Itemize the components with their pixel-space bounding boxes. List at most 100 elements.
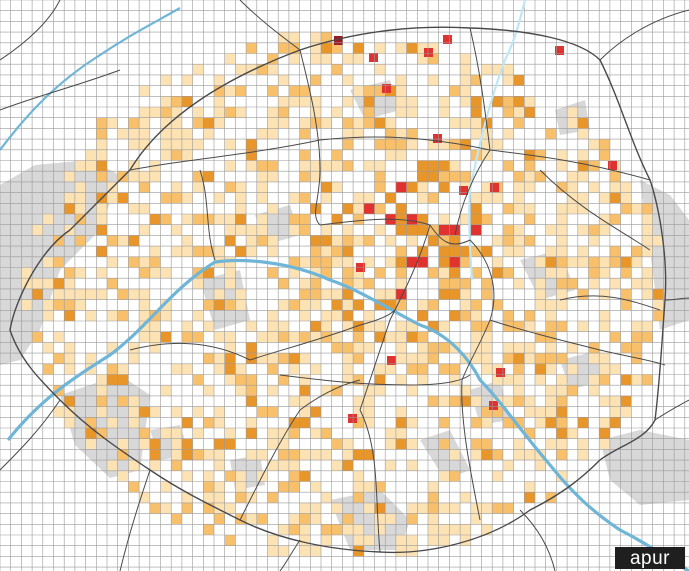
data-cell (428, 492, 439, 503)
data-cell (631, 278, 642, 289)
data-cell (96, 385, 107, 396)
data-cell (481, 363, 493, 375)
data-cell (128, 395, 140, 407)
data-cell (481, 342, 493, 354)
data-cell (374, 374, 386, 386)
data-cell (224, 85, 236, 97)
data-cell (513, 107, 525, 118)
data-cell (513, 417, 525, 428)
data-cell (588, 278, 600, 289)
data-cell (438, 395, 450, 407)
data-cell (395, 288, 407, 300)
data-cell (417, 224, 428, 236)
data-cell (470, 342, 482, 354)
data-cell (492, 267, 503, 279)
data-cell (224, 214, 236, 225)
data-cell (492, 470, 503, 482)
data-cell (460, 278, 471, 289)
data-cell (224, 438, 236, 450)
data-cell (363, 449, 375, 461)
data-cell (331, 235, 343, 247)
data-cell (609, 363, 621, 375)
data-cell (609, 406, 621, 418)
data-cell (342, 246, 354, 257)
data-cell (556, 395, 568, 407)
data-cell (620, 299, 632, 311)
data-cell (513, 117, 525, 129)
data-cell (609, 278, 621, 289)
data-cell (160, 128, 172, 140)
data-cell (631, 342, 642, 354)
data-cell (599, 417, 610, 428)
data-cell (428, 342, 439, 354)
data-cell (556, 181, 568, 193)
data-cell (417, 181, 428, 193)
data-cell (53, 353, 65, 364)
district-boundary (664, 297, 689, 301)
data-cell (342, 160, 354, 172)
data-cell (299, 502, 311, 514)
data-cell (395, 85, 407, 97)
data-cell (288, 331, 300, 343)
data-cell (342, 128, 354, 140)
data-cell (310, 513, 321, 525)
data-cell (524, 160, 535, 172)
data-cell (353, 278, 364, 289)
data-cell (374, 203, 386, 214)
data-cell (181, 363, 193, 375)
data-cell (556, 321, 568, 332)
data-cell (299, 117, 311, 129)
data-cell (449, 502, 461, 514)
data-cell (256, 513, 268, 525)
data-cell (460, 256, 471, 268)
data-cell (181, 417, 193, 428)
data-cell (556, 470, 568, 482)
data-cell (342, 96, 354, 107)
data-cell (363, 192, 375, 204)
data-cell (278, 42, 289, 54)
data-cell (310, 406, 321, 418)
data-cell (556, 353, 568, 364)
data-cell (192, 428, 204, 439)
data-cell (267, 203, 279, 214)
data-cell (428, 74, 439, 86)
data-cell (631, 203, 642, 214)
data-cell (149, 214, 161, 225)
data-cell (535, 299, 546, 311)
data-cell (85, 149, 97, 161)
data-cell (214, 214, 225, 225)
data-cell (96, 149, 107, 161)
data-cell (577, 203, 589, 214)
data-cell (64, 192, 75, 204)
data-cell (331, 256, 343, 268)
data-cell (502, 203, 514, 214)
data-cell (117, 128, 129, 140)
data-cell (631, 246, 642, 257)
data-cell (203, 481, 214, 493)
data-cell (353, 192, 364, 204)
data-cell (524, 235, 535, 247)
data-cell (342, 363, 354, 375)
data-cell (556, 214, 568, 225)
data-cell (181, 214, 193, 225)
data-cell (382, 84, 391, 93)
data-cell (353, 214, 364, 225)
data-cell (438, 535, 450, 546)
district-boundary (279, 539, 301, 571)
data-cell (502, 128, 514, 140)
data-cell (117, 310, 129, 321)
data-cell (235, 192, 247, 204)
data-cell (460, 53, 471, 65)
data-cell (481, 246, 493, 257)
data-cell (310, 246, 321, 257)
data-cell (181, 96, 193, 107)
data-cell (395, 203, 407, 214)
data-cell (642, 235, 653, 247)
data-cell (535, 406, 546, 418)
data-cell (577, 438, 589, 450)
data-cell (524, 214, 535, 225)
data-cell (128, 160, 140, 172)
data-cell (513, 353, 525, 364)
data-cell (203, 246, 214, 257)
